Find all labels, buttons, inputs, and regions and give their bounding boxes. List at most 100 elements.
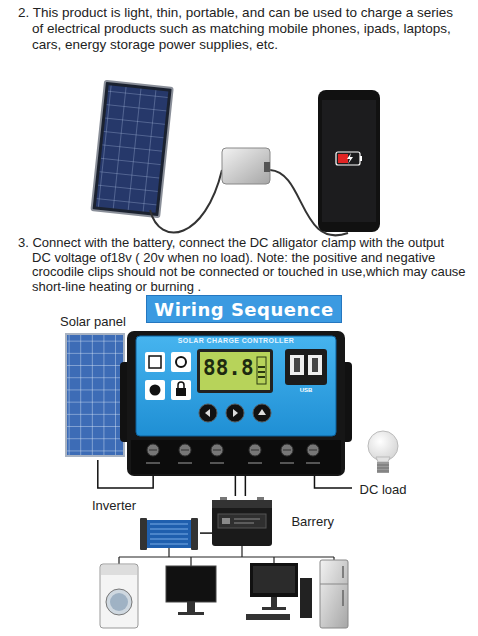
light-bulb-part — [377, 462, 389, 473]
light-bulb — [368, 431, 398, 473]
computer-part — [246, 614, 290, 620]
dc-load: DC load — [352, 428, 414, 500]
charge-controller-drawing-part — [150, 385, 161, 396]
refrigerator-part — [342, 566, 344, 606]
charge-controller-drawing-part — [285, 349, 327, 385]
battery-drawing-part — [212, 500, 272, 508]
lcd-digits: 88.8 — [203, 353, 255, 383]
note-text: 3. Connect with the battery, connect the… — [18, 236, 466, 294]
washing-machine-part — [100, 564, 138, 628]
charge-controller-drawing-part — [149, 356, 161, 368]
mobile-phone — [318, 90, 380, 232]
charge-controller-drawing-part — [131, 440, 341, 474]
node-label: Inverter — [92, 498, 136, 514]
inverter-drawing-part — [191, 518, 198, 550]
inverter-drawing-part — [140, 520, 198, 548]
battery: Barrery — [212, 496, 338, 548]
mini-solar-panel-part — [96, 85, 168, 213]
refrigerator-part — [320, 584, 348, 585]
charge-controller-drawing-part — [176, 388, 186, 396]
node-label: DC load — [360, 482, 407, 498]
solar-panel-drawing-part — [66, 334, 124, 456]
washing-machine-part — [106, 589, 132, 615]
inverter: Inverter — [88, 498, 200, 552]
charge-controller-drawing-part — [257, 357, 266, 384]
title-text: Wiring Sequence — [154, 299, 333, 320]
light-bulb-part — [376, 457, 390, 462]
mobile-phone-part — [322, 100, 376, 222]
solar-panel-drawing — [66, 334, 124, 456]
television — [166, 566, 216, 615]
title-banner: Wiring Sequence — [146, 295, 342, 323]
charge-controller-drawing-part — [171, 352, 191, 372]
battery-drawing-part — [212, 500, 272, 546]
inverter-drawing — [140, 518, 198, 550]
charger-box-part — [264, 162, 270, 172]
charge-controller-drawing-part — [171, 380, 191, 400]
charge-controller-drawing-part — [258, 367, 265, 377]
charge-controller-drawing — [120, 331, 352, 476]
charge-controller-drawing-part — [290, 355, 304, 375]
wire-connector — [314, 476, 352, 488]
charger-cables-part — [150, 170, 222, 233]
charge-controller-drawing-part — [145, 380, 165, 400]
charge-controller-drawing-part — [205, 409, 266, 417]
charge-controller-drawing-part — [146, 462, 320, 464]
wire-connector — [200, 532, 212, 534]
note-text: 2. This product is light, thin, portable… — [18, 5, 466, 53]
charge-controller-drawing-part — [294, 358, 300, 372]
battery-drawing-part — [234, 519, 260, 523]
charge-controller-drawing-part — [149, 449, 317, 450]
wire-connector — [235, 476, 245, 496]
charge-controller-drawing-part — [176, 357, 186, 367]
node-label: Barrery — [291, 514, 334, 530]
charge-controller-drawing-part — [178, 382, 184, 388]
washing-machine-part — [101, 565, 137, 575]
television-part — [178, 612, 204, 615]
computer — [246, 563, 312, 620]
battery-drawing-part — [218, 514, 266, 528]
charge-controller-drawing-part — [145, 352, 165, 372]
charge-controller-drawing-part — [127, 331, 345, 476]
inverter-drawing-part — [140, 518, 147, 550]
refrigerator — [320, 560, 348, 628]
terminal-screws — [147, 444, 319, 456]
appliance-bus-part — [119, 546, 334, 566]
mobile-phone-part — [336, 152, 360, 165]
mobile-phone-part — [347, 153, 353, 164]
charge-controller-drawing-part — [136, 336, 336, 436]
wire-connector — [98, 460, 153, 488]
refrigerator-part — [320, 560, 348, 628]
charger-box — [222, 148, 270, 184]
battery-drawing — [212, 497, 272, 546]
mobile-phone-part — [360, 156, 362, 161]
washing-machine — [100, 564, 138, 628]
node-label: SOLAR CHARGE CONTROLLER — [178, 337, 295, 345]
computer-part — [253, 566, 295, 593]
mobile-phone-part — [338, 154, 348, 163]
mini-solar-panel-part — [91, 81, 172, 217]
washing-machine-part — [110, 593, 128, 611]
light-bulb-part — [368, 431, 398, 461]
computer-part — [271, 597, 277, 607]
node-label: Solar panel — [60, 314, 126, 330]
mini-solar-panel — [91, 81, 172, 217]
inverter-drawing-part — [150, 524, 188, 544]
battery-drawing-part — [222, 518, 230, 524]
charge-controller-drawing-part — [308, 355, 322, 375]
light-bulb-part — [377, 465, 389, 471]
charge-controller-drawing-part — [312, 358, 318, 372]
solar-panel: Solar panel — [56, 314, 132, 460]
computer-part — [300, 578, 312, 618]
mobile-phone-part — [318, 90, 380, 232]
television-part — [166, 566, 216, 602]
usb-label: USB — [285, 386, 327, 394]
appliance-bus — [119, 546, 334, 566]
charge-controller-drawing-part — [200, 352, 270, 390]
charger-box-part — [222, 148, 270, 184]
charge-controller-drawing-part — [197, 349, 273, 393]
television-part — [187, 602, 195, 612]
computer-part — [250, 563, 298, 597]
charge-controller: SOLAR CHARGE CONTROLLER — [127, 330, 345, 476]
computer-part — [262, 607, 286, 610]
